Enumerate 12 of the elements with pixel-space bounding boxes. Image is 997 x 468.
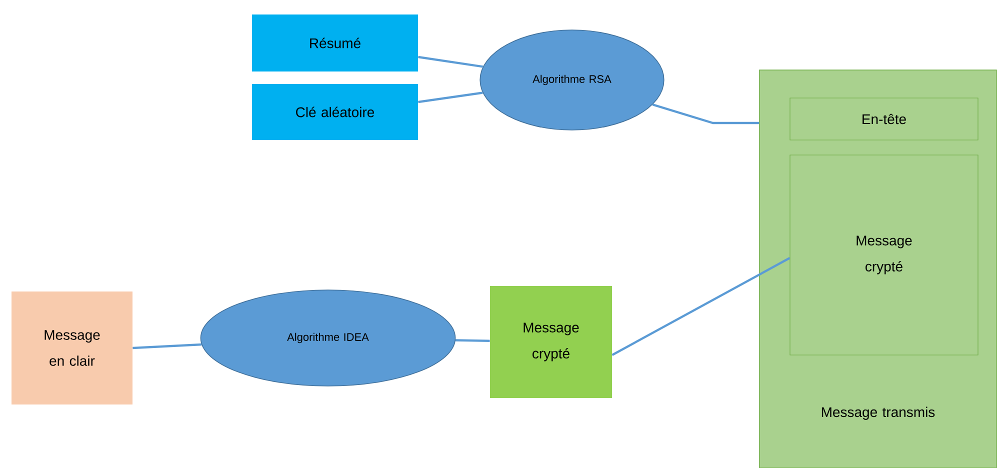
connector-line	[132, 343, 202, 350]
connector-line	[418, 92, 483, 104]
process-box: Message crypté	[790, 154, 978, 356]
process-box: En-tête	[790, 98, 978, 140]
connector-line	[456, 339, 490, 342]
process-box: Message crypté	[490, 286, 612, 398]
connector-line	[652, 104, 760, 124]
process-box: Résumé	[252, 14, 418, 72]
process-box: Message en clair	[12, 292, 132, 404]
connector-line	[418, 56, 484, 68]
connector-line	[612, 257, 790, 356]
process-box: Clé aléatoire	[252, 84, 418, 140]
